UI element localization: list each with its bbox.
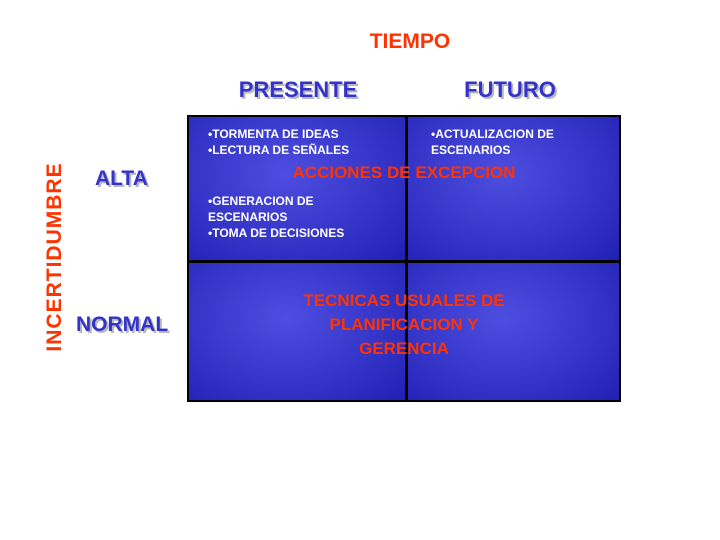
bullet-item: •LECTURA DE SEÑALES	[208, 143, 350, 157]
cell-alta-futuro	[408, 117, 619, 260]
overlay-tecnicas-usuales: TECNICAS USUALES DE PLANIFICACION Y GERE…	[187, 289, 621, 361]
overlay-acciones-excepcion: ACCIONES DE EXCEPCION	[292, 163, 516, 182]
axis-y-title: INCERTIDUMBRE	[43, 162, 66, 352]
axis-y-container: INCERTIDUMBRE	[42, 154, 68, 360]
row-header-normal: NORMAL	[76, 313, 169, 336]
overlay-line: PLANIFICACION Y	[329, 315, 479, 334]
bullet-item: •TOMA DE DECISIONES	[208, 226, 345, 240]
cell-alta-presente	[189, 117, 405, 260]
matrix-grid	[187, 115, 621, 402]
cell-alta-presente-top-text: •TORMENTA DE IDEAS •LECTURA DE SEÑALES	[208, 126, 349, 158]
bullet-item-continuation: ESCENARIOS	[431, 143, 511, 157]
cell-normal-presente	[189, 263, 405, 400]
column-header-presente: PRESENTE	[238, 77, 358, 102]
row-header-alta: ALTA	[95, 167, 148, 190]
cell-alta-futuro-text: •ACTUALIZACION DE ESCENARIOS	[431, 126, 606, 158]
column-header-futuro: FUTURO	[464, 77, 556, 102]
axis-x-title: TIEMPO	[369, 30, 451, 53]
bullet-item: •TORMENTA DE IDEAS	[208, 127, 339, 141]
bullet-item: •GENERACION DE	[208, 194, 314, 208]
overlay-line: TECNICAS USUALES DE	[303, 291, 505, 310]
cell-alta-presente-bottom-text: •GENERACION DE ESCENARIOS •TOMA DE DECIS…	[208, 193, 398, 241]
bullet-item: •ACTUALIZACION DE	[431, 127, 554, 141]
cell-normal-futuro	[408, 263, 619, 400]
bullet-item-continuation: ESCENARIOS	[208, 210, 288, 224]
overlay-line: GERENCIA	[359, 339, 449, 358]
